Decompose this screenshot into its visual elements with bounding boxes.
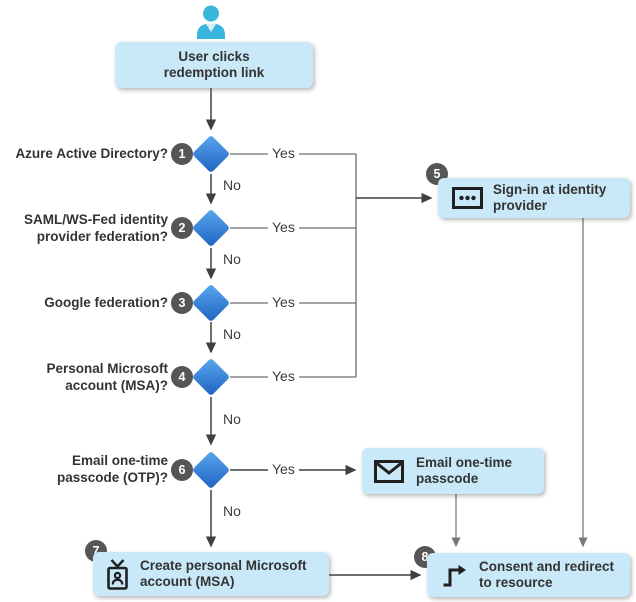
question-label-3: Google federation?	[44, 295, 168, 310]
yes-label-4: Yes	[268, 368, 299, 384]
step-badge-6: 6	[171, 459, 193, 481]
step-badge-4: 4	[171, 366, 193, 388]
consent-box: Consent and redirect to resource	[427, 553, 630, 597]
yes-label-3: Yes	[268, 294, 299, 310]
badge-icon	[105, 558, 130, 590]
decision-diamond-1	[193, 136, 229, 172]
step-badge-1: 1	[171, 143, 193, 165]
step-badge-3: 3	[171, 292, 193, 314]
otp-box-label: Email one-time passcode	[416, 454, 513, 486]
start-box-label: User clicks redemption link	[163, 48, 265, 80]
question-label-1: Azure Active Directory?	[15, 146, 168, 161]
step-badge-2: 2	[171, 217, 193, 239]
question-label-2: SAML/WS-Fed identity provider federation…	[24, 212, 168, 244]
signin-box-label: Sign-in at identity provider	[493, 181, 607, 213]
person-icon	[192, 4, 230, 44]
create-msa-box: Create personal Microsoft account (MSA)	[93, 552, 329, 596]
question-label-4: Personal Microsoft account (MSA)?	[46, 361, 168, 393]
yes-label-6: Yes	[268, 461, 299, 477]
no-label-4: No	[223, 411, 241, 427]
create-msa-box-label: Create personal Microsoft account (MSA)	[140, 557, 307, 589]
question-label-6: Email one-time passcode (OTP)?	[56, 453, 168, 485]
decision-diamond-4	[193, 359, 229, 395]
no-label-2: No	[223, 251, 241, 267]
otp-box: Email one-time passcode	[362, 448, 544, 494]
no-label-3: No	[223, 326, 241, 342]
yes-label-2: Yes	[268, 219, 299, 235]
decision-diamond-2	[193, 210, 229, 246]
redirect-icon	[441, 562, 468, 588]
consent-box-label: Consent and redirect to resource	[479, 558, 615, 590]
yes-label-1: Yes	[268, 145, 299, 161]
no-label-1: No	[223, 177, 241, 193]
no-label-6: No	[223, 503, 241, 519]
envelope-icon	[374, 459, 404, 483]
credentials-icon	[452, 187, 483, 209]
decision-diamond-3	[193, 285, 229, 321]
start-box: User clicks redemption link	[115, 42, 313, 88]
decision-diamond-6	[193, 452, 229, 488]
signin-box: Sign-in at identity provider	[438, 178, 630, 218]
